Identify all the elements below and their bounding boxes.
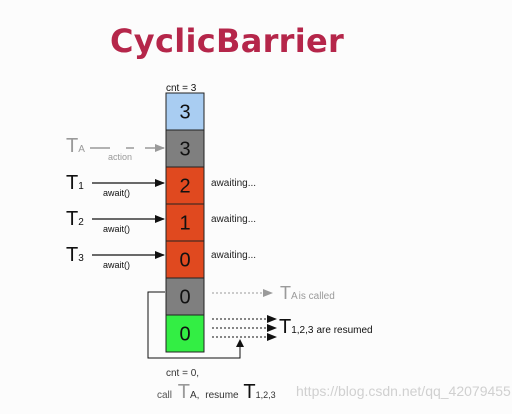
counter-cell: 2 [165,166,205,205]
bottom-t-sub: 1,2,3 [256,390,276,400]
bottom-call-label: call TA, resume T1,2,3 [157,381,276,403]
awaiting-status: awaiting... [211,250,256,261]
thread-row: T3 await() awaiting... [66,244,256,270]
thread-sub: 1 [78,181,84,192]
thread-row: T1 await() awaiting... [66,172,256,198]
counter-cell: 3 [165,92,205,131]
counter-cell-value: 0 [179,287,190,309]
diagram-title: CyclicBarrier [110,22,345,60]
counter-cell-box [165,166,205,205]
reset-loop-arrowhead [236,339,244,347]
ta-called-sub: A [291,291,298,302]
thread-main: T [66,172,78,194]
resumed-main: T [279,316,291,338]
thread-rows: T1await()awaiting...T2await()awaiting...… [66,172,256,270]
counter-cell-box [165,314,205,353]
awaiting-status: awaiting... [211,178,256,189]
ta-action-label: action [108,152,132,162]
bottom-resume-word: resume [205,390,239,401]
bottom-t-main: T [243,381,255,403]
thread-symbol: T1 [66,172,84,194]
thread-symbol: T3 [66,244,84,266]
await-label: await() [103,188,130,198]
ta-called-label: TAis called [280,283,335,303]
ta-sub: A [78,144,85,155]
ta-called-main: T [280,283,291,303]
thread-symbol: T2 [66,208,84,230]
resumed-text: are resumed [316,325,372,336]
watermark-url: https://blog.csdn.net/qq_42079455 [296,383,511,399]
ta-symbol: TA [66,135,85,157]
await-label: await() [103,224,130,234]
counter-cell: 3 [165,129,205,168]
counter-cell-value: 0 [179,250,190,272]
reset-loop-line [147,291,241,359]
cnt-top-label: cnt = 3 [166,83,197,94]
counter-cell: 0 [165,314,205,353]
thread-row: T2 await() awaiting... [66,208,256,234]
awaiting-status: awaiting... [211,214,256,225]
counter-cell: 1 [165,203,205,242]
bottom-cnt-label: cnt = 0, [166,368,199,379]
thread-sub: 3 [78,253,84,264]
counter-cell-value: 1 [179,213,190,235]
counter-cell: 0 [165,277,205,316]
counter-cell-value: 2 [179,176,190,198]
ta-action-row: TA action [66,135,165,162]
counter-cell-value: 3 [179,139,190,161]
counter-cell-box [165,129,205,168]
resumed-sub: 1,2,3 [291,325,314,336]
counter-cell-box [165,92,205,131]
counter-stack: 3 3 2 1 0 0 0 [165,92,205,353]
thread-sub: 2 [78,217,84,228]
bottom-ta-sub: A, [190,390,199,401]
ta-called-text: is called [299,291,335,302]
thread-main: T [66,244,78,266]
bottom-ta-main: T [178,381,190,403]
thread-main: T [66,208,78,230]
bottom-call-word: call [157,390,172,401]
counter-cell-value: 3 [179,102,190,124]
counter-cell-value: 0 [179,324,190,346]
counter-cell: 0 [165,240,205,279]
ta-main: T [66,135,78,157]
await-label: await() [103,260,130,270]
